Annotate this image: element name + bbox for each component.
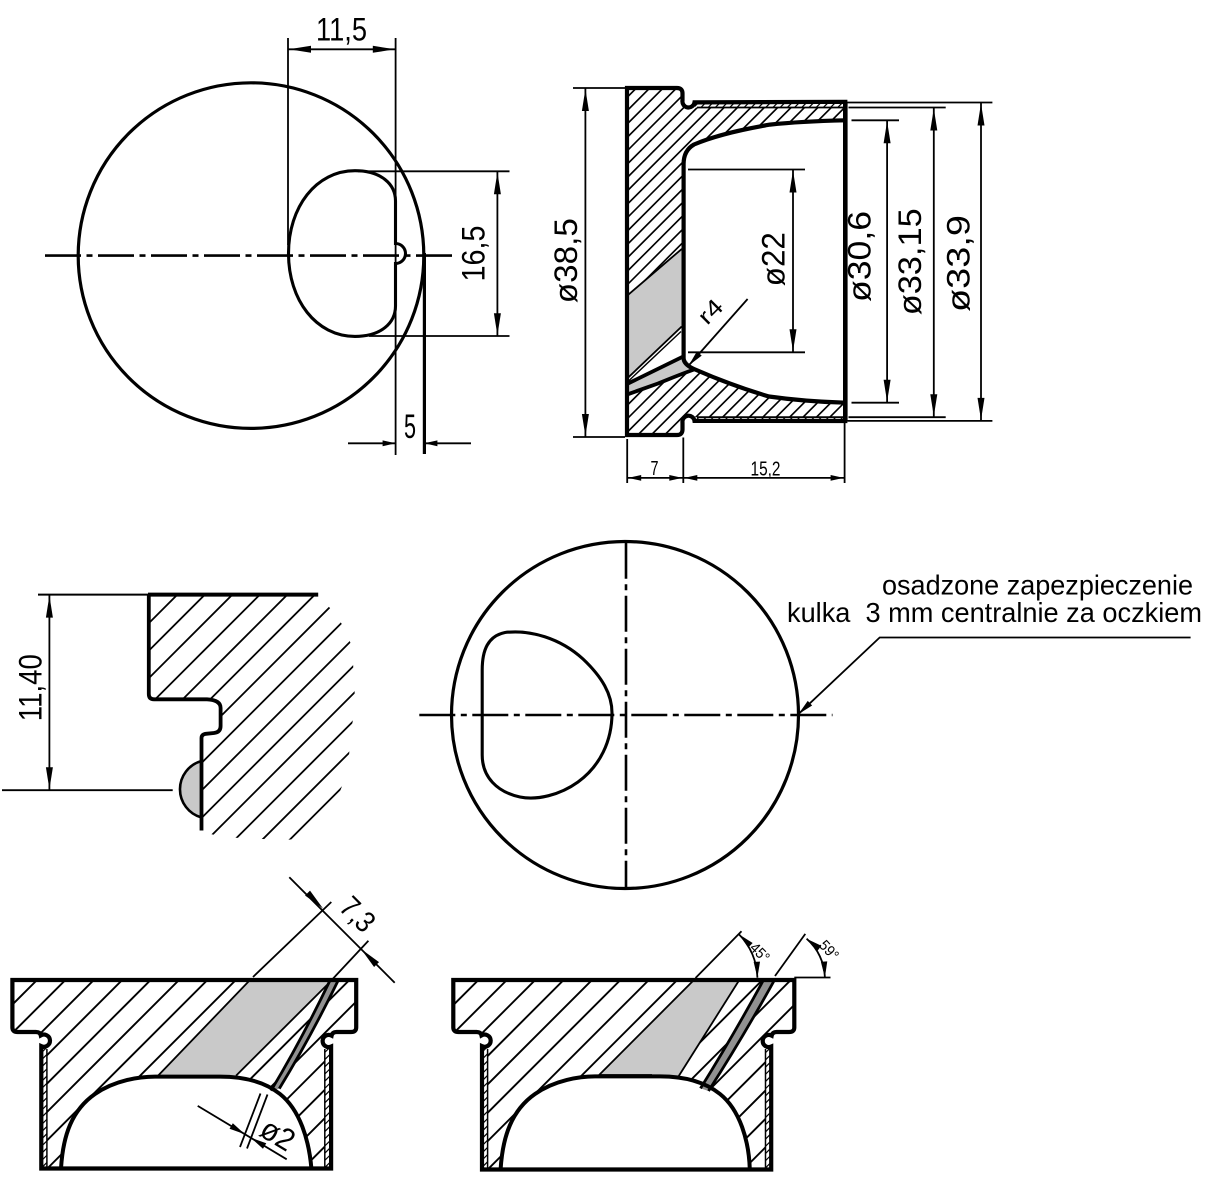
svg-text:5: 5 [404, 408, 416, 446]
svg-text:ø33,9: ø33,9 [941, 215, 977, 312]
svg-text:11,5: 11,5 [316, 11, 367, 47]
svg-text:kulka 3 mm centralnie za oczk: kulka 3 mm centralnie za oczkiem [787, 597, 1202, 628]
svg-text:16,5: 16,5 [456, 226, 492, 282]
svg-text:ø33,15: ø33,15 [892, 208, 928, 315]
svg-text:ø30,6: ø30,6 [842, 211, 878, 302]
svg-text:15,2: 15,2 [751, 458, 781, 480]
svg-text:ø22: ø22 [756, 232, 792, 286]
svg-text:ø38,5: ø38,5 [548, 218, 584, 303]
svg-text:11,40: 11,40 [13, 654, 49, 721]
svg-text:7: 7 [651, 458, 659, 480]
svg-text:osadzone zapezpieczenie: osadzone zapezpieczenie [882, 570, 1193, 601]
